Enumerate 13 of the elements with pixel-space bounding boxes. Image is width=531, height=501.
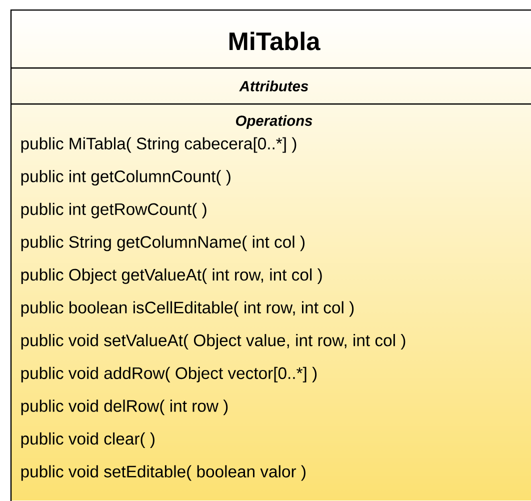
operation-text: public void addRow( Object vector[0..*] ) [21,366,317,382]
operation-text: public int getRowCount( ) [21,202,206,218]
operation-text: public MiTabla( String cabecera[0..*] ) [21,137,296,153]
operation-text: public Object getValueAt( int row, int col ) [21,268,322,284]
operation-text: public void setValueAt( Object value, int row, int col ) [21,334,406,350]
compartment-heading: Operations [236,115,312,129]
operation-text: public void setEditable( boolean valor ) [21,465,306,481]
operation-text: public int getColumnCount( ) [21,170,230,186]
operation-text: public void delRow( int row ) [21,400,228,416]
operation-text: public void clear( ) [21,432,154,448]
compartment-heading: Attributes [239,80,308,92]
operation-text: public String getColumnName( int col ) [21,236,304,252]
operation-text: public boolean isCellEditable( int row, int col ) [21,301,354,317]
